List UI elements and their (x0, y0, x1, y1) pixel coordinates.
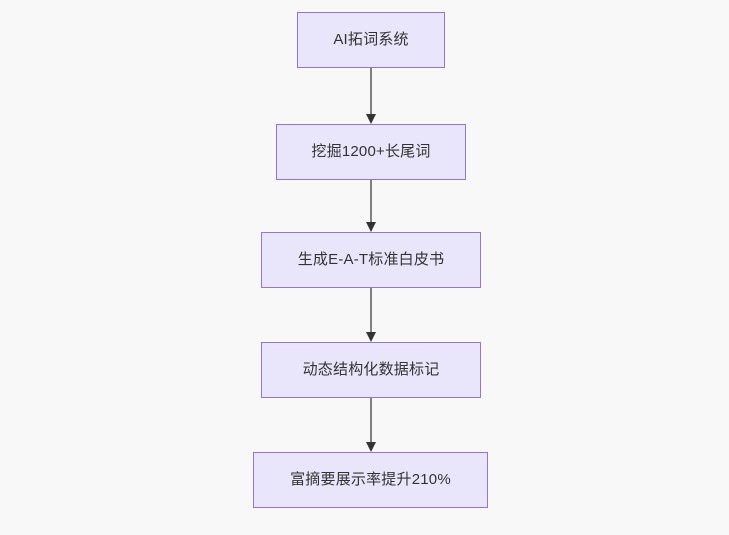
arrowhead-icon (365, 222, 376, 232)
arrowhead-icon (365, 332, 376, 342)
edge-line (370, 68, 372, 115)
flow-node-ai-keyword-system[interactable]: AI拓词系统 (297, 12, 445, 68)
flow-node-generate-eat-whitepaper[interactable]: 生成E-A-T标准白皮书 (261, 232, 481, 288)
arrowhead-icon (365, 114, 376, 124)
edge-line (370, 180, 372, 223)
flow-node-label: 富摘要展示率提升210% (290, 471, 451, 488)
edge-node4-to-node5 (365, 398, 376, 452)
edge-node2-to-node3 (365, 180, 376, 232)
edge-node3-to-node4 (365, 288, 376, 342)
flow-node-label: AI拓词系统 (333, 31, 409, 48)
flow-node-rich-snippet-rate-increase[interactable]: 富摘要展示率提升210% (253, 452, 488, 508)
edge-line (370, 288, 372, 333)
flow-node-dynamic-structured-data-markup[interactable]: 动态结构化数据标记 (261, 342, 481, 398)
flow-node-mine-longtail-keywords[interactable]: 挖掘1200+长尾词 (276, 124, 466, 180)
flow-node-label: 动态结构化数据标记 (302, 361, 440, 378)
arrowhead-icon (365, 442, 376, 452)
flow-node-label: 生成E-A-T标准白皮书 (297, 251, 445, 268)
edge-node1-to-node2 (365, 68, 376, 124)
edge-line (370, 398, 372, 443)
flow-node-label: 挖掘1200+长尾词 (311, 143, 431, 160)
